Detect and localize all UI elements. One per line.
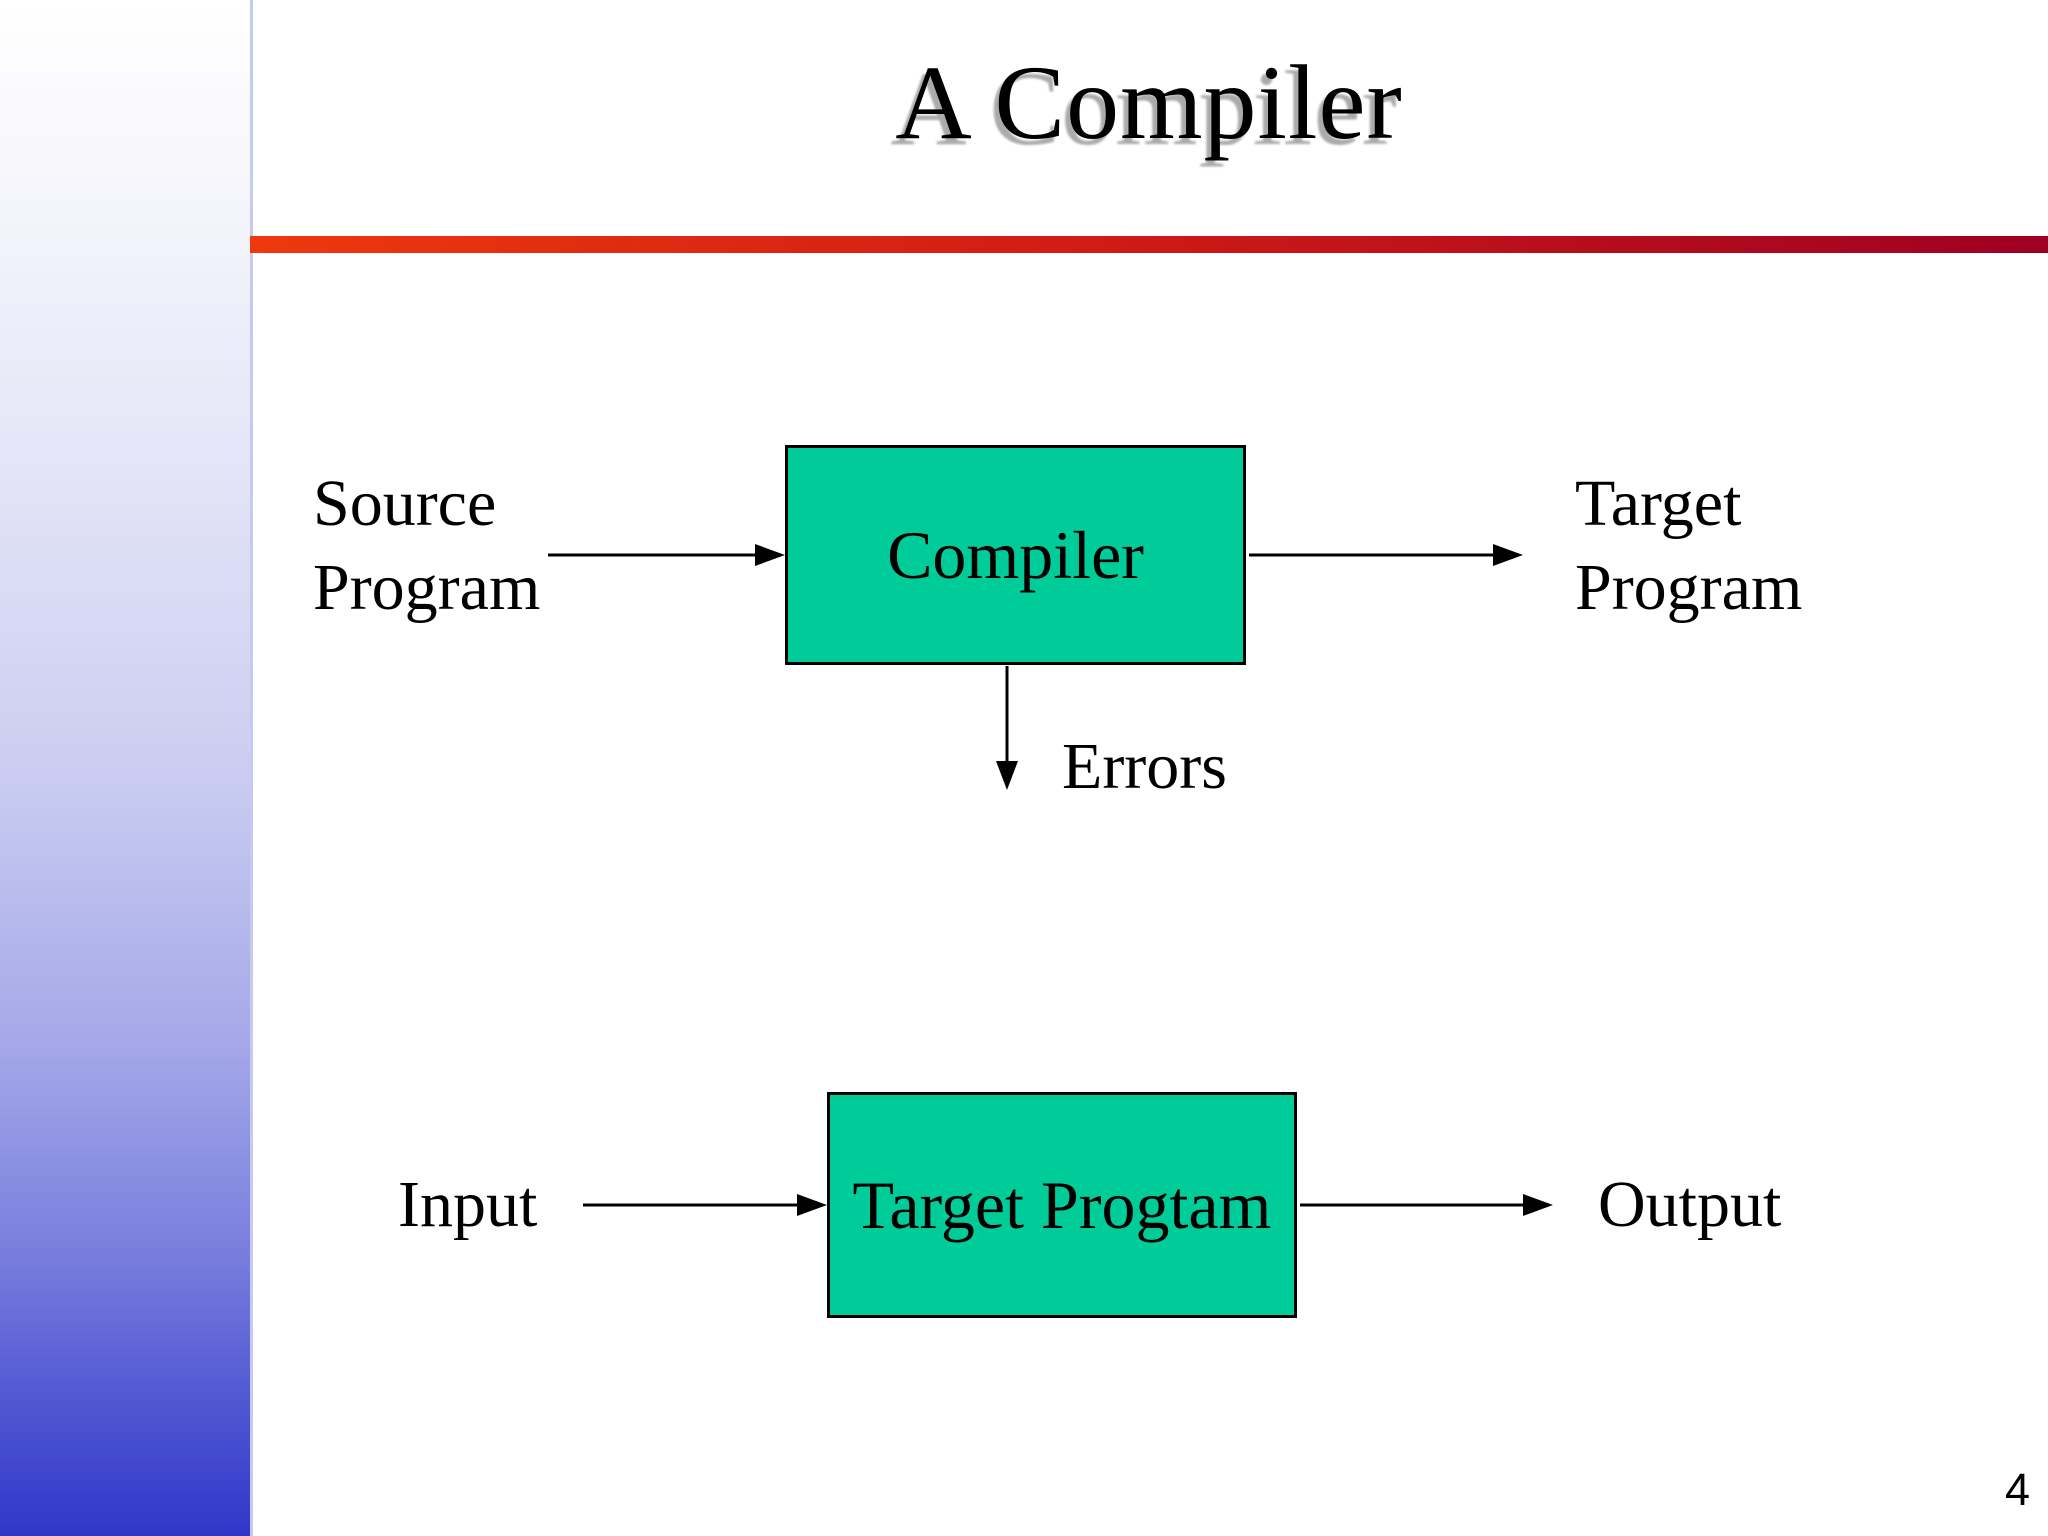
input-to-program-arrow	[583, 1194, 827, 1216]
slide-title: A Compiler	[895, 44, 1403, 161]
errors-label: Errors	[1062, 730, 1227, 803]
input-label: Input	[398, 1168, 538, 1241]
program-to-output-arrow	[1300, 1194, 1553, 1216]
target-program-box-label: Target Progtam	[852, 1166, 1272, 1243]
page-number: 4	[2004, 1464, 2030, 1515]
compiler-box-label: Compiler	[887, 516, 1144, 593]
source-program-label: Source Program	[313, 467, 541, 625]
compiler-to-target-arrow	[1249, 544, 1523, 566]
title-underline-rule	[250, 236, 2048, 253]
target-program-label: Target Program	[1575, 467, 1803, 625]
target-program-box: Target Progtam	[827, 1092, 1297, 1318]
source-to-compiler-arrow	[548, 544, 785, 566]
compiler-errors-arrow	[996, 666, 1018, 790]
sidebar-gradient	[0, 0, 253, 1536]
compiler-box: Compiler	[785, 445, 1246, 665]
output-label: Output	[1598, 1168, 1782, 1241]
